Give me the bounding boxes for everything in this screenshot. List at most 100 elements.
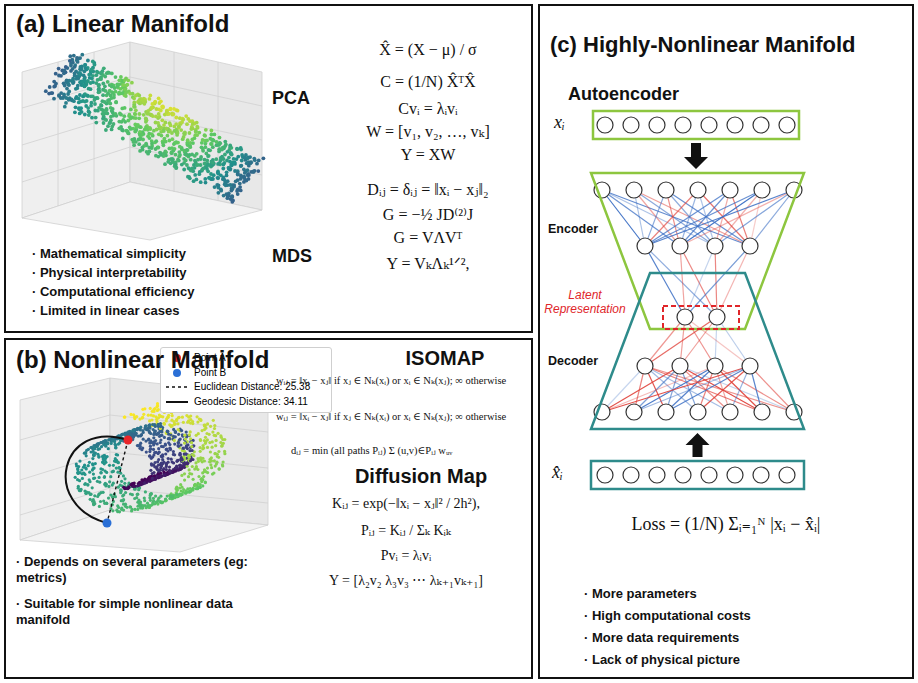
data-point bbox=[256, 169, 260, 173]
data-point bbox=[157, 447, 160, 450]
data-point bbox=[138, 112, 142, 116]
data-point bbox=[185, 122, 189, 126]
data-point bbox=[115, 509, 118, 512]
data-point bbox=[96, 444, 99, 447]
data-point bbox=[103, 462, 106, 465]
data-point bbox=[206, 471, 209, 474]
data-point bbox=[164, 498, 167, 501]
data-point bbox=[144, 120, 148, 124]
data-point bbox=[179, 457, 182, 460]
data-point bbox=[166, 430, 169, 433]
data-point bbox=[152, 436, 155, 439]
data-point bbox=[94, 121, 98, 125]
data-point bbox=[111, 107, 115, 111]
data-point bbox=[112, 122, 116, 126]
data-point bbox=[222, 460, 225, 463]
data-point bbox=[101, 82, 105, 86]
data-point bbox=[103, 475, 106, 478]
data-point bbox=[160, 455, 163, 458]
data-point bbox=[128, 505, 131, 508]
data-point bbox=[86, 59, 90, 63]
data-point bbox=[99, 77, 103, 81]
data-point bbox=[120, 480, 123, 483]
data-point bbox=[93, 98, 97, 102]
data-point bbox=[122, 83, 126, 87]
data-point bbox=[57, 74, 61, 78]
data-point bbox=[97, 493, 100, 496]
data-point bbox=[129, 483, 132, 486]
data-point bbox=[169, 107, 173, 111]
data-point bbox=[133, 484, 136, 487]
data-point bbox=[142, 413, 145, 416]
data-point bbox=[190, 138, 194, 142]
data-point bbox=[169, 124, 173, 128]
data-point bbox=[167, 457, 170, 460]
data-point bbox=[203, 162, 207, 166]
data-point bbox=[122, 498, 125, 501]
data-point bbox=[168, 107, 172, 111]
data-point bbox=[172, 107, 176, 111]
data-point bbox=[148, 97, 152, 101]
data-point bbox=[151, 102, 155, 106]
data-point bbox=[86, 79, 90, 83]
data-point bbox=[161, 500, 164, 503]
data-point bbox=[203, 133, 207, 137]
data-point bbox=[159, 422, 162, 425]
data-point bbox=[189, 437, 192, 440]
data-point bbox=[204, 145, 208, 149]
data-point bbox=[113, 460, 116, 463]
data-point bbox=[121, 433, 124, 436]
data-point bbox=[157, 432, 160, 435]
data-point bbox=[48, 85, 52, 89]
data-point bbox=[108, 102, 112, 106]
data-point bbox=[150, 464, 153, 467]
data-point bbox=[174, 435, 177, 438]
data-point bbox=[193, 133, 197, 137]
data-point bbox=[90, 101, 94, 105]
weight-line bbox=[645, 190, 698, 246]
data-point bbox=[133, 428, 136, 431]
data-point bbox=[206, 446, 209, 449]
data-point bbox=[76, 478, 79, 481]
data-point bbox=[201, 167, 205, 171]
data-point bbox=[64, 101, 68, 105]
data-point bbox=[185, 414, 188, 417]
data-point bbox=[153, 478, 156, 481]
data-point bbox=[215, 461, 218, 464]
data-point bbox=[82, 466, 85, 469]
data-point bbox=[99, 71, 103, 75]
data-point bbox=[106, 124, 110, 128]
data-point bbox=[85, 467, 88, 470]
data-point bbox=[96, 443, 99, 446]
data-point bbox=[162, 422, 165, 425]
data-point bbox=[143, 481, 146, 484]
data-point bbox=[93, 494, 96, 497]
data-point bbox=[189, 418, 192, 421]
data-point bbox=[233, 160, 237, 164]
data-point bbox=[153, 451, 156, 454]
data-point bbox=[175, 494, 178, 497]
data-point bbox=[225, 170, 229, 174]
data-point bbox=[199, 419, 202, 422]
data-point bbox=[123, 87, 127, 91]
data-point bbox=[63, 105, 67, 109]
weight-line bbox=[680, 190, 698, 246]
data-point bbox=[203, 424, 206, 427]
data-point bbox=[177, 459, 180, 462]
data-point bbox=[230, 195, 234, 199]
data-point bbox=[188, 433, 191, 436]
data-point bbox=[204, 128, 208, 132]
data-point bbox=[213, 185, 217, 189]
data-point bbox=[136, 508, 139, 511]
data-point bbox=[119, 489, 122, 492]
data-point bbox=[168, 470, 171, 473]
data-point bbox=[174, 163, 178, 167]
data-point bbox=[248, 155, 252, 159]
data-point bbox=[136, 493, 139, 496]
data-point bbox=[53, 84, 57, 88]
data-point bbox=[172, 450, 175, 453]
data-point bbox=[156, 468, 159, 471]
data-point bbox=[70, 98, 74, 102]
data-point bbox=[187, 454, 190, 457]
data-point bbox=[223, 144, 227, 148]
